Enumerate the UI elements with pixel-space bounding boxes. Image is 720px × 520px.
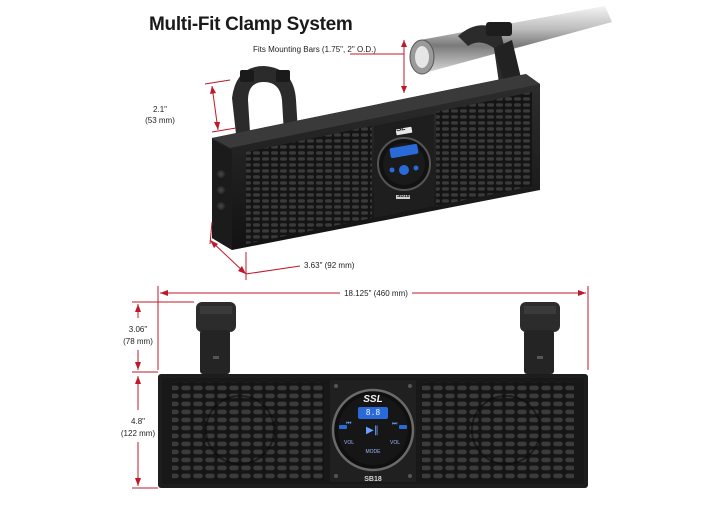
label-depth: 3.63" (92 mm) bbox=[304, 261, 355, 270]
brand-logo: SSL bbox=[363, 394, 383, 405]
front-view bbox=[158, 302, 588, 488]
bar-clamp bbox=[458, 22, 522, 91]
label-front-clamp-in: 3.06" bbox=[128, 325, 148, 334]
label-clamp-height-in: 2.1" bbox=[153, 105, 167, 114]
prev-track-icon[interactable]: ⏮ bbox=[346, 420, 352, 427]
label-front-clamp-mm: (78 mm) bbox=[123, 337, 153, 346]
head-unit bbox=[331, 388, 415, 472]
display-text: 8.8 bbox=[365, 408, 381, 417]
perspective-model-label: SB18 bbox=[397, 193, 410, 199]
label-mounting-bars: Fits Mounting Bars (1.75", 2" O.D.) bbox=[253, 45, 377, 54]
vol-plus-label[interactable]: VOL bbox=[390, 440, 401, 446]
chrome-mounting-bar bbox=[409, 6, 612, 75]
dim-front-clamp-height bbox=[132, 301, 194, 373]
dim-depth bbox=[209, 221, 301, 280]
model-label: SB18 bbox=[364, 476, 382, 483]
vol-minus-label[interactable]: VOL bbox=[344, 440, 355, 446]
page-title: Multi-Fit Clamp System bbox=[149, 14, 353, 35]
dim-mounting-bar bbox=[350, 40, 407, 93]
label-body-height-mm: (122 mm) bbox=[120, 429, 156, 438]
speaker-body-perspective bbox=[212, 74, 540, 250]
dim-front-width bbox=[157, 286, 589, 370]
front-left-clamp bbox=[196, 302, 236, 374]
left-clamp bbox=[232, 66, 298, 134]
dim-body-height bbox=[132, 376, 158, 489]
front-right-clamp bbox=[520, 302, 560, 374]
play-pause-icon[interactable]: ▶‖ bbox=[366, 425, 379, 436]
perspective-view bbox=[204, 6, 612, 280]
dim-clamp-height bbox=[204, 79, 237, 133]
next-track-icon[interactable]: ⏭ bbox=[392, 420, 398, 427]
label-front-width: 18.125" (460 mm) bbox=[344, 289, 408, 298]
display-screen bbox=[358, 407, 388, 419]
label-clamp-height-mm: (53 mm) bbox=[145, 116, 175, 125]
mode-label[interactable]: MODE bbox=[365, 449, 381, 455]
label-body-height-in: 4.8" bbox=[131, 417, 145, 426]
